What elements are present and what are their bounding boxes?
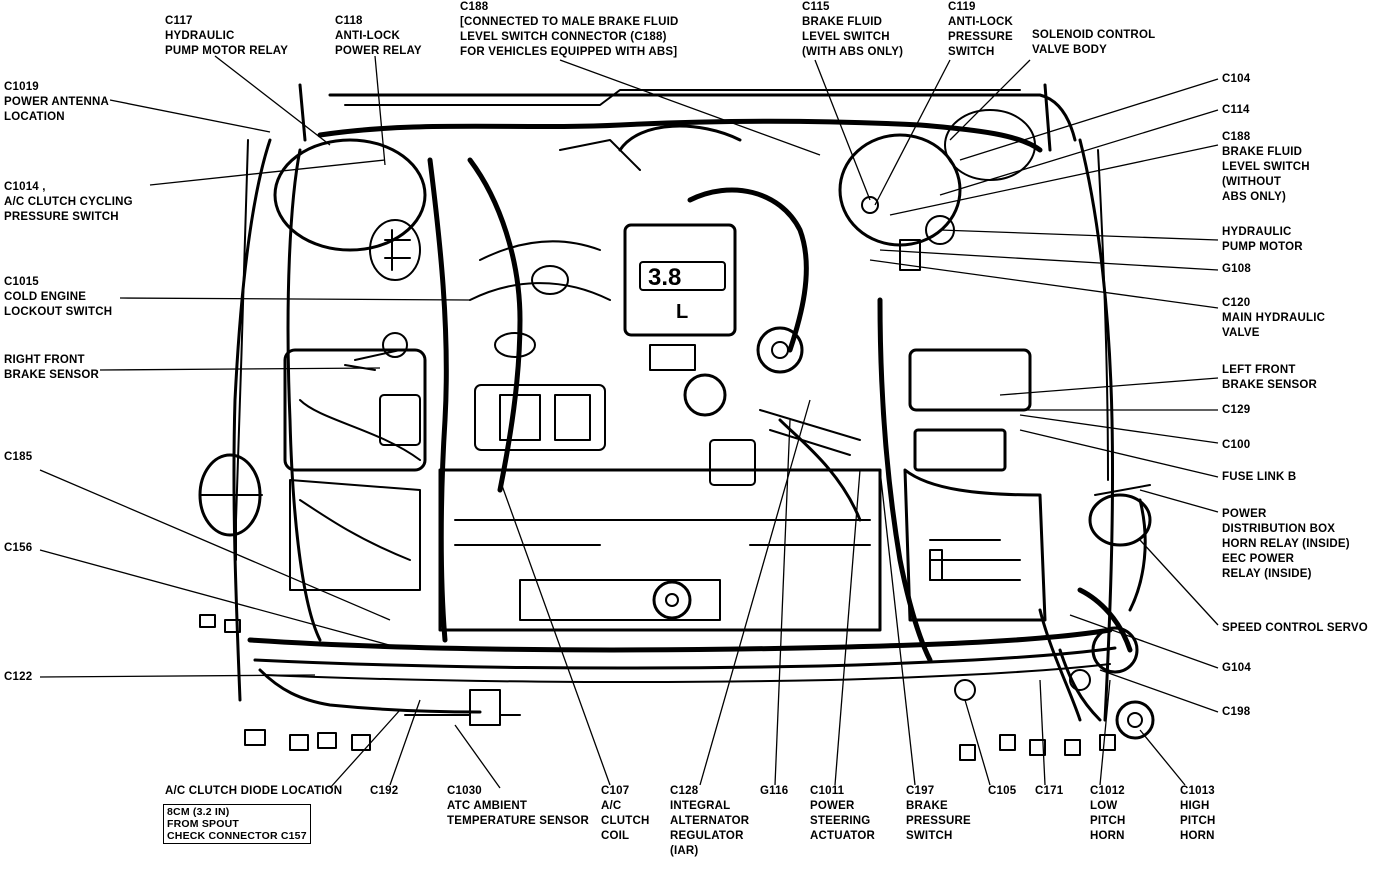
label-g108: G108	[1222, 263, 1251, 275]
label-c198: C198	[1222, 706, 1251, 718]
label-c171: C171	[1035, 785, 1064, 797]
front-crossmember	[247, 627, 1117, 684]
label-c120: C120 MAIN HYDRAULIC VALVE	[1222, 297, 1326, 339]
label-c192: C192	[370, 785, 399, 797]
body-outline	[232, 83, 1115, 722]
label-c115: C115 BRAKE FLUID LEVEL SWITCH (WITH ABS …	[802, 1, 904, 58]
label-c188-right: C188 BRAKE FLUID LEVEL SWITCH (WITHOUT A…	[1222, 131, 1310, 203]
engine-badge: 3.8	[648, 264, 681, 291]
label-right-front-brake-sensor: RIGHT FRONT BRAKE SENSOR	[4, 354, 100, 381]
label-c1014: C1014 , A/C CLUTCH CYCLING PRESSURE SWIT…	[4, 181, 133, 223]
label-ac-clutch-diode-location: A/C CLUTCH DIODE LOCATION	[165, 785, 343, 797]
label-c1019: C1019 POWER ANTENNA LOCATION	[4, 81, 110, 123]
label-c129: C129	[1222, 404, 1251, 416]
label-c188-top: C188 [CONNECTED TO MALE BRAKE FLUID LEVE…	[460, 1, 679, 58]
label-c104: C104	[1222, 73, 1251, 85]
label-c1015: C1015 COLD ENGINE LOCKOUT SWITCH	[4, 276, 113, 318]
engine-block: 3.8 L	[438, 124, 882, 632]
label-c117: C117 HYDRAULIC PUMP MOTOR RELAY	[165, 15, 289, 57]
label-c1013: C1013 HIGH PITCH HORN	[1180, 785, 1216, 842]
label-solenoid-control-valve-body: SOLENOID CONTROL VALVE BODY	[1032, 29, 1156, 56]
label-g104: G104	[1222, 662, 1251, 674]
engine-badge-sub: L	[676, 301, 688, 323]
bottom-connectors	[199, 614, 1116, 761]
label-fuse-link-b: FUSE LINK B	[1222, 471, 1297, 483]
label-left-front-brake-sensor: LEFT FRONT BRAKE SENSOR	[1222, 364, 1318, 391]
left-components	[198, 138, 427, 591]
label-c107: C107 A/C CLUTCH COIL	[601, 785, 650, 842]
label-c122: C122	[4, 671, 33, 683]
label-c1012: C1012 LOW PITCH HORN	[1090, 785, 1126, 842]
label-c156: C156	[4, 542, 33, 554]
label-c128: C128 INTEGRAL ALTERNATOR REGULATOR (IAR)	[670, 785, 750, 857]
label-c1011: C1011 POWER STEERING ACTUATOR	[810, 785, 876, 842]
label-c118: C118 ANTI-LOCK POWER RELAY	[335, 15, 422, 57]
label-spout-check-connector-note: 8CM (3.2 IN) FROM SPOUT CHECK CONNECTOR …	[163, 804, 311, 844]
label-c185: C185	[4, 451, 33, 463]
label-speed-control-servo: SPEED CONTROL SERVO	[1222, 622, 1368, 634]
label-power-distribution-box: POWER DISTRIBUTION BOX HORN RELAY (INSID…	[1222, 508, 1350, 580]
label-c100: C100	[1222, 439, 1251, 451]
label-c119: C119 ANTI-LOCK PRESSURE SWITCH	[948, 1, 1014, 58]
label-c197: C197 BRAKE PRESSURE SWITCH	[906, 785, 971, 842]
label-hydraulic-pump-motor: HYDRAULIC PUMP MOTOR	[1222, 226, 1303, 253]
label-g116: G116	[760, 785, 789, 797]
label-c105: C105	[988, 785, 1017, 797]
label-c1030: C1030 ATC AMBIENT TEMPERATURE SENSOR	[447, 785, 590, 827]
right-components	[838, 109, 1155, 740]
label-c114: C114	[1222, 104, 1250, 116]
leader-lines	[39, 55, 1219, 789]
wire-harness	[258, 118, 1147, 722]
